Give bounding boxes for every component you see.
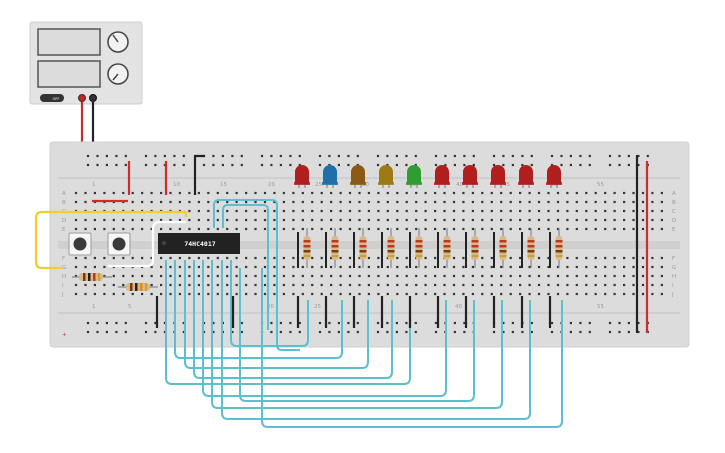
rail-jumpers[interactable] [92,154,649,333]
row-label-i-left: I [62,283,64,289]
ground-jumpers[interactable] [155,232,552,328]
row-label-d-left: D [62,218,66,224]
bottom-col-label-25: 25 [314,304,321,310]
row-label-j-left: J [61,292,64,298]
row-label-f-right: F [672,256,675,262]
led-resistor-8[interactable] [499,228,507,268]
col-label-40: 40 [456,182,463,188]
led-9[interactable] [518,165,534,188]
row-label-d-right: D [672,218,676,224]
led-6[interactable] [434,165,450,188]
led-4[interactable] [378,165,394,188]
positive-terminal[interactable] [78,94,86,102]
blue-wire-1[interactable] [213,199,300,351]
blue-wire-4[interactable] [174,260,343,359]
bottom-col-label-55: 55 [597,304,604,310]
blue-wire-12[interactable] [239,268,475,402]
bottom-col-label-40: 40 [455,304,462,310]
led-2[interactable] [322,165,338,188]
voltage-display [37,28,101,56]
row-label-b-left: B [62,200,66,206]
led-resistor-5[interactable] [415,228,423,268]
blue-wire-11[interactable] [261,268,563,428]
led-resistor-4[interactable] [387,228,395,268]
led-resistors[interactable] [303,228,563,268]
row-label-b-right: B [672,200,676,206]
row-label-h-left: H [62,274,66,280]
breadboard-holes[interactable] [74,154,663,334]
power-supply[interactable]: OFF [29,21,143,105]
led-3[interactable] [350,165,366,188]
col-label-15: 15 [220,182,227,188]
led-resistor-9[interactable] [527,228,535,268]
breadboard: 1 10 15 20 25 30 35 40 45 50 55 1 5 20 2… [49,141,690,348]
led-resistor-10[interactable] [555,228,563,268]
row-label-h-right: H [672,274,676,280]
top-rail-divider [58,177,680,179]
bottom-col-label-1: 1 [92,304,96,310]
ic-chip[interactable]: 74HC4017 [158,233,240,254]
row-label-g-left: G [62,265,66,271]
row-label-g-right: G [672,265,676,271]
blue-wire-8[interactable] [211,260,503,409]
yellow-wire[interactable] [34,210,188,270]
power-toggle-label: OFF [53,97,60,101]
blue-wire-9[interactable] [221,260,531,420]
row-label-f-left: F [62,256,65,262]
col-label-1: 1 [92,182,96,188]
row-label-e-right: E [672,227,676,233]
row-label-i-right: I [672,283,674,289]
white-wire[interactable] [108,220,186,268]
led-resistor-1[interactable] [303,228,311,268]
negative-terminal[interactable] [89,94,97,102]
led-resistor-2[interactable] [331,228,339,268]
blue-wire-3[interactable] [165,260,411,385]
resistor-left-2[interactable] [118,283,158,291]
blue-wire-6[interactable] [193,260,393,379]
col-label-10: 10 [173,182,180,188]
led-resistor-3[interactable] [359,228,367,268]
current-display [37,60,101,88]
push-button-1[interactable] [68,232,92,256]
rail-plus-label: + [62,332,67,338]
blue-wires[interactable] [165,199,563,428]
led-1[interactable] [294,165,310,188]
led-7[interactable] [462,165,478,188]
power-toggle-button[interactable] [40,94,64,102]
row-label-j-right: J [671,292,674,298]
ic-chip-label: 74HC4017 [184,240,215,248]
row-label-e-left: E [62,227,66,233]
resistor-left-1[interactable] [72,273,112,281]
blue-wire-5[interactable] [184,260,369,369]
led-10[interactable] [546,165,562,188]
blue-wire-10[interactable] [230,260,309,347]
row-label-c-right: C [672,209,676,215]
center-channel [58,241,680,249]
led-row[interactable] [294,165,562,188]
col-label-20: 20 [268,182,275,188]
blue-wire-2[interactable] [222,204,269,330]
col-label-55: 55 [597,182,604,188]
push-button-2[interactable] [107,232,131,256]
led-5[interactable] [406,165,422,188]
row-label-a-right: A [672,191,676,197]
bottom-col-label-5: 5 [128,304,132,310]
led-resistor-6[interactable] [443,228,451,268]
col-label-45: 45 [503,182,510,188]
col-label-25: 25 [315,182,322,188]
bottom-col-label-20: 20 [267,304,274,310]
led-8[interactable] [490,165,506,188]
blue-wire-7[interactable] [202,260,447,397]
led-resistor-7[interactable] [471,228,479,268]
row-label-a-left: A [62,191,66,197]
